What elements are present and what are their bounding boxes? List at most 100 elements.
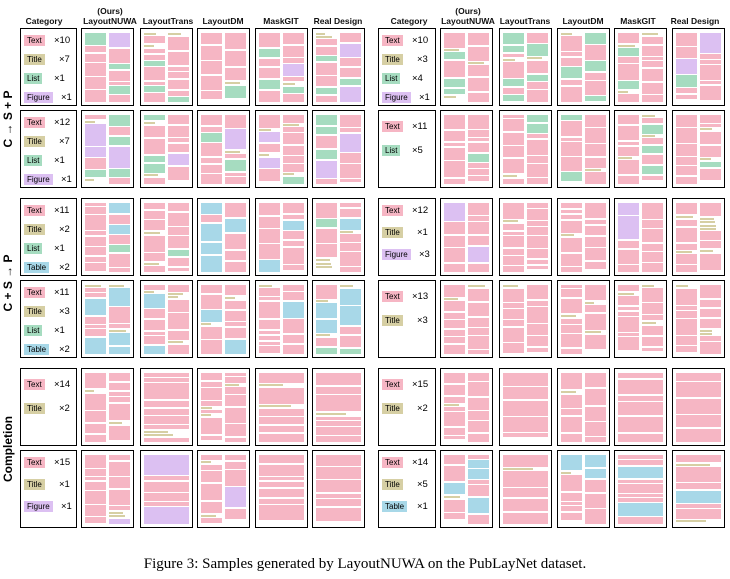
category-tag: List	[382, 145, 401, 156]
layout-block	[468, 303, 489, 316]
layout-page	[672, 450, 725, 528]
category-tag: Figure	[382, 92, 411, 103]
layout-block	[468, 485, 489, 496]
layout-block	[468, 236, 489, 245]
layout-block	[201, 165, 222, 173]
layout-block	[561, 289, 582, 297]
layout-block	[340, 164, 361, 178]
layout-block	[85, 203, 106, 206]
layout-block	[259, 405, 292, 407]
layout-block	[283, 124, 299, 126]
layout-block	[316, 467, 361, 479]
layout-block	[468, 460, 489, 468]
layout-block	[168, 154, 189, 165]
layout-block	[618, 91, 629, 93]
layout-block	[527, 61, 548, 73]
layout-block	[109, 426, 130, 440]
layout-block	[561, 254, 582, 266]
layout-block	[259, 203, 280, 215]
category-tag: Text	[24, 457, 45, 468]
layout-block	[642, 37, 663, 44]
category-count: ×1	[54, 73, 65, 84]
layout-block	[316, 395, 361, 411]
category-tag: Title	[24, 479, 45, 490]
layout-block	[676, 483, 721, 489]
layout-block	[144, 378, 189, 382]
layout-block	[468, 264, 489, 272]
layout-page	[140, 110, 193, 188]
layout-block	[642, 220, 663, 228]
header-maskgit-left: MaskGIT	[263, 16, 299, 26]
header-layoutnuwa-right: LayoutNUWA	[441, 16, 495, 26]
layout-block	[316, 96, 337, 102]
layout-block	[109, 515, 125, 517]
layout-block	[618, 147, 639, 156]
category-count: ×10	[412, 35, 429, 46]
layout-block	[283, 94, 304, 102]
layout-block	[316, 387, 361, 394]
layout-page	[140, 368, 193, 446]
layout-block	[109, 71, 130, 81]
header-real-right: Real Design	[670, 16, 720, 26]
layout-page	[672, 280, 725, 358]
layout-block	[201, 243, 222, 254]
layout-block	[503, 175, 518, 177]
layout-block	[144, 425, 189, 429]
layout-block	[85, 435, 106, 442]
layout-block	[618, 265, 639, 272]
layout-block	[283, 64, 304, 76]
layout-page	[499, 450, 552, 528]
layout-block	[225, 311, 246, 321]
layout-block	[503, 232, 524, 235]
layout-block	[585, 172, 606, 184]
layout-block	[676, 336, 697, 345]
layout-block	[144, 332, 165, 335]
layout-block	[259, 417, 304, 424]
layout-block	[676, 47, 697, 58]
layout-block	[85, 390, 95, 392]
layout-block	[283, 285, 304, 291]
layout-block	[676, 382, 721, 397]
layout-block	[201, 327, 222, 339]
layout-page	[81, 280, 134, 358]
layout-block	[503, 133, 524, 145]
layout-block	[259, 505, 304, 520]
layout-block	[225, 51, 246, 66]
layout-block	[201, 414, 211, 416]
layout-block	[642, 303, 663, 314]
layout-block	[109, 383, 130, 390]
layout-block	[642, 138, 663, 144]
layout-block	[444, 131, 465, 141]
layout-block	[444, 397, 465, 403]
layout-block	[561, 115, 582, 120]
layout-block	[561, 506, 582, 511]
layout-block	[700, 319, 721, 328]
category-tag: Text	[24, 117, 45, 128]
layout-block	[201, 471, 222, 482]
layout-block	[618, 307, 639, 310]
layout-block	[144, 409, 189, 415]
layout-block	[168, 313, 189, 329]
layout-block	[316, 33, 325, 35]
layout-block	[676, 429, 721, 442]
layout-block	[618, 64, 639, 80]
category-tag: Table	[382, 501, 408, 512]
layout-block	[225, 129, 246, 149]
layout-block	[283, 248, 304, 264]
layout-block	[444, 385, 465, 395]
layout-block	[316, 413, 347, 415]
layout-block	[316, 266, 332, 268]
layout-block	[527, 134, 548, 138]
category-count: ×2	[417, 403, 428, 414]
layout-block	[618, 241, 639, 248]
layout-block	[225, 470, 246, 486]
category-count: ×5	[412, 145, 423, 156]
layout-block	[642, 337, 663, 346]
layout-block	[618, 176, 639, 184]
layout-block	[201, 410, 222, 413]
layout-block	[201, 502, 222, 513]
layout-block	[259, 217, 280, 228]
layout-block	[85, 207, 106, 214]
